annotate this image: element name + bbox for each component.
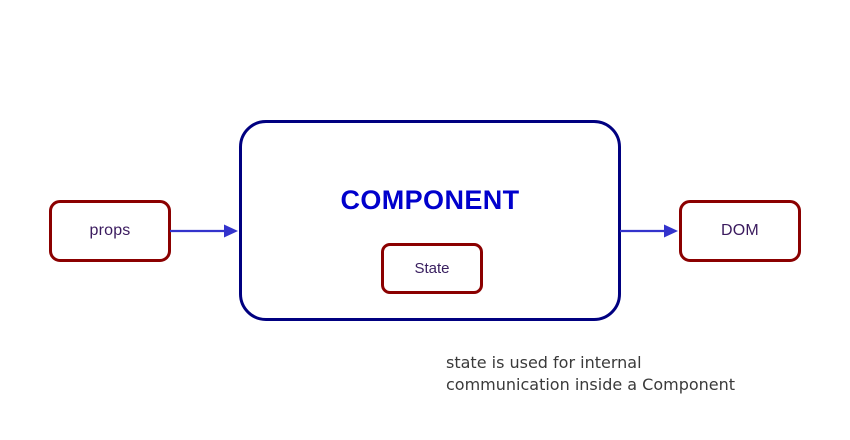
node-state-label: State xyxy=(414,260,450,277)
props-to-component-arrow xyxy=(170,221,240,241)
arrow-right-icon xyxy=(170,224,238,238)
arrow-right-icon xyxy=(620,224,678,238)
node-state[interactable]: State xyxy=(381,243,483,294)
caption-line-1: state is used for internal xyxy=(446,353,642,372)
node-dom-label: DOM xyxy=(721,222,759,239)
node-props-label: props xyxy=(89,222,131,239)
node-dom[interactable]: DOM xyxy=(679,200,801,262)
node-component[interactable]: COMPONENT State xyxy=(239,120,621,321)
component-title: COMPONENT xyxy=(340,185,520,215)
node-props[interactable]: props xyxy=(49,200,171,262)
caption-line-2: communication inside a Component xyxy=(446,375,736,394)
diagram-caption: state is used for internal communication… xyxy=(446,352,735,396)
component-to-dom-arrow xyxy=(620,221,680,241)
